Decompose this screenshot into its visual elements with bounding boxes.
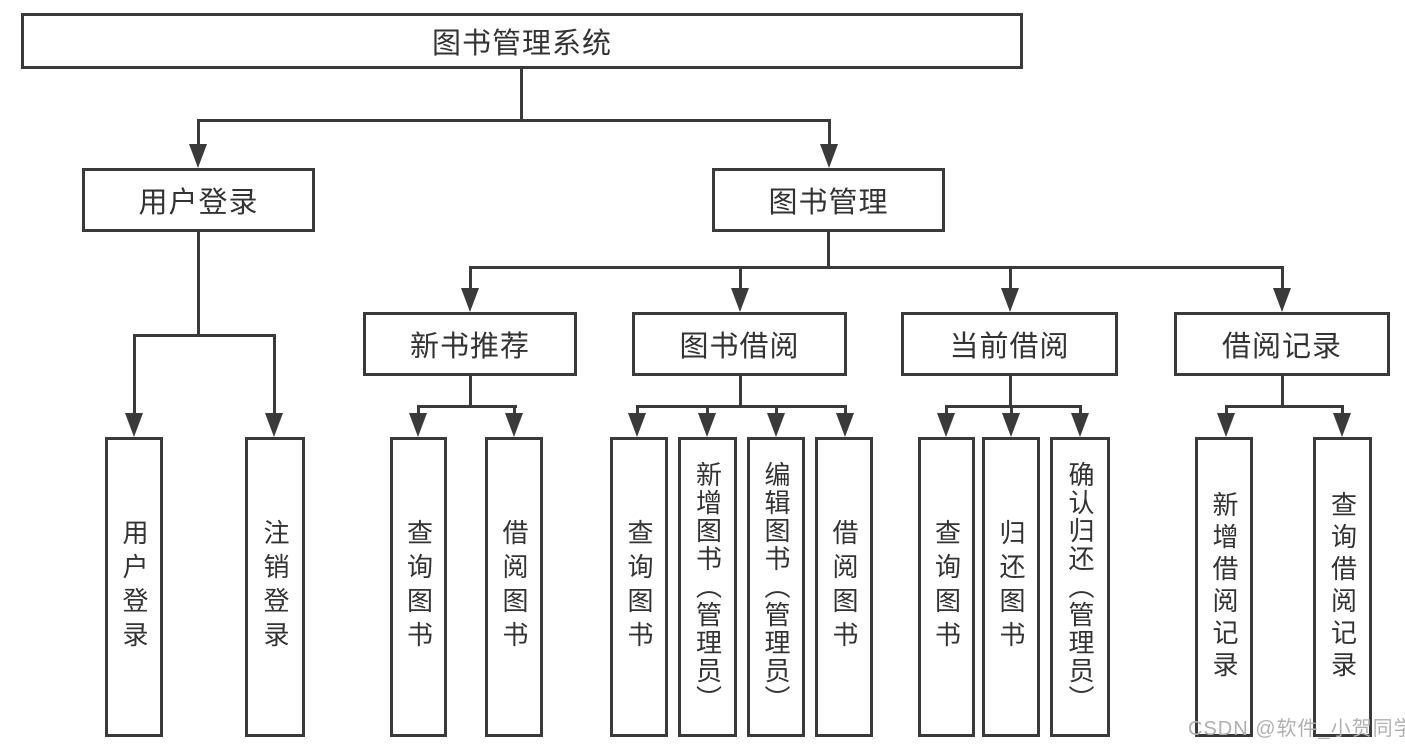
connector-line xyxy=(706,407,709,413)
node-add-borrow-record: 新增借阅记录 xyxy=(1195,437,1253,737)
node-return-books: 归还图书 xyxy=(982,437,1040,737)
connector-line xyxy=(513,407,516,413)
connector-line xyxy=(1009,268,1012,288)
arrowhead-icon xyxy=(1333,413,1351,437)
node-label: 新书推荐 xyxy=(409,331,530,363)
arrowhead-icon xyxy=(698,413,716,437)
node-label: 图书管理 xyxy=(768,187,889,219)
connector-line xyxy=(1010,407,1013,413)
connector-line xyxy=(417,407,420,413)
connector-line xyxy=(133,336,136,413)
arrowhead-icon xyxy=(1071,413,1089,437)
node-current-borrowing: 当前借阅 xyxy=(901,312,1118,376)
node-edit-books-admin: 编辑图书（管理员） xyxy=(747,437,805,737)
arrowhead-icon xyxy=(265,413,283,437)
node-logout: 注销登录 xyxy=(245,437,305,737)
node-borrow-records: 借阅记录 xyxy=(1174,312,1390,376)
node-label: 图书借阅 xyxy=(679,331,800,363)
arrowhead-icon xyxy=(937,413,955,437)
connector-line xyxy=(1281,376,1284,407)
node-add-books-admin: 新增图书（管理员） xyxy=(678,437,737,737)
arrowhead-icon xyxy=(767,413,785,437)
connector-line xyxy=(1281,268,1284,288)
connector-line xyxy=(1341,407,1344,413)
node-label: 查询图书 xyxy=(403,519,434,655)
connector-line xyxy=(775,407,778,413)
node-label: 查询图书 xyxy=(931,519,962,655)
connector-line xyxy=(945,405,1082,408)
connector-line xyxy=(469,376,472,407)
arrowhead-icon xyxy=(125,413,143,437)
connector-line xyxy=(469,266,1284,269)
arrowhead-icon xyxy=(1001,288,1019,312)
arrowhead-icon xyxy=(836,413,854,437)
node-book-borrowing: 图书借阅 xyxy=(632,312,847,376)
node-label: 归还图书 xyxy=(996,519,1026,655)
node-user-login: 用户登录 xyxy=(82,168,315,232)
node-label: 编辑图书（管理员） xyxy=(761,461,791,713)
node-library-management-system: 图书管理系统 xyxy=(21,13,1023,69)
arrowhead-icon xyxy=(189,144,207,168)
connector-line xyxy=(417,405,517,408)
arrowhead-icon xyxy=(1217,413,1235,437)
node-label: 新增图书（管理员） xyxy=(692,461,723,713)
connector-line xyxy=(827,232,830,268)
connector-line xyxy=(520,69,523,120)
node-label: 确认归还（管理员） xyxy=(1065,461,1095,713)
node-label: 查询图书 xyxy=(624,519,654,655)
connector-line xyxy=(844,407,847,413)
node-query-books-3: 查询图书 xyxy=(918,437,975,737)
node-label: 用户登录 xyxy=(119,519,149,655)
node-label: 查询借阅记录 xyxy=(1327,491,1358,683)
arrowhead-icon xyxy=(820,144,838,168)
arrowhead-icon xyxy=(409,413,427,437)
node-label: 借阅图书 xyxy=(499,519,529,655)
connector-line xyxy=(197,119,831,122)
node-label: 借阅图书 xyxy=(829,519,859,655)
csdn-watermark: CSDN @软件_小贺同学 xyxy=(1188,718,1405,740)
node-label: 注销登录 xyxy=(260,519,290,655)
node-label: 新增借阅记录 xyxy=(1209,491,1239,683)
arrowhead-icon xyxy=(1002,413,1020,437)
node-label: 借阅记录 xyxy=(1221,331,1342,363)
connector-line xyxy=(945,407,948,413)
connector-line xyxy=(1225,407,1228,413)
arrowhead-icon xyxy=(731,288,749,312)
connector-line xyxy=(739,376,742,407)
arrowhead-icon xyxy=(628,413,646,437)
connector-line xyxy=(197,232,200,336)
connector-line xyxy=(273,336,276,413)
connector-line xyxy=(636,407,639,413)
connector-line xyxy=(739,268,742,288)
node-confirm-return-admin: 确认归还（管理员） xyxy=(1050,437,1110,737)
node-borrow-books-2: 借阅图书 xyxy=(815,437,873,737)
connector-line xyxy=(828,120,831,144)
connector-line xyxy=(1225,405,1344,408)
arrowhead-icon xyxy=(461,288,479,312)
node-book-management: 图书管理 xyxy=(712,168,945,232)
node-borrow-books-1: 借阅图书 xyxy=(485,437,543,737)
node-query-books-2: 查询图书 xyxy=(610,437,668,737)
node-label: 当前借阅 xyxy=(949,331,1070,363)
connector-line xyxy=(636,405,847,408)
node-query-borrow-record: 查询借阅记录 xyxy=(1313,437,1372,737)
node-label: 用户登录 xyxy=(138,187,259,219)
connector-line xyxy=(1009,376,1012,407)
connector-line xyxy=(133,334,276,337)
connector-line xyxy=(469,268,472,288)
node-label: 图书管理系统 xyxy=(431,28,612,60)
node-new-book-recommend: 新书推荐 xyxy=(363,312,577,376)
node-query-books-1: 查询图书 xyxy=(390,437,447,737)
connector-line xyxy=(1079,407,1082,413)
arrowhead-icon xyxy=(505,413,523,437)
node-user-login-leaf: 用户登录 xyxy=(105,437,163,737)
connector-line xyxy=(197,120,200,144)
arrowhead-icon xyxy=(1273,288,1291,312)
